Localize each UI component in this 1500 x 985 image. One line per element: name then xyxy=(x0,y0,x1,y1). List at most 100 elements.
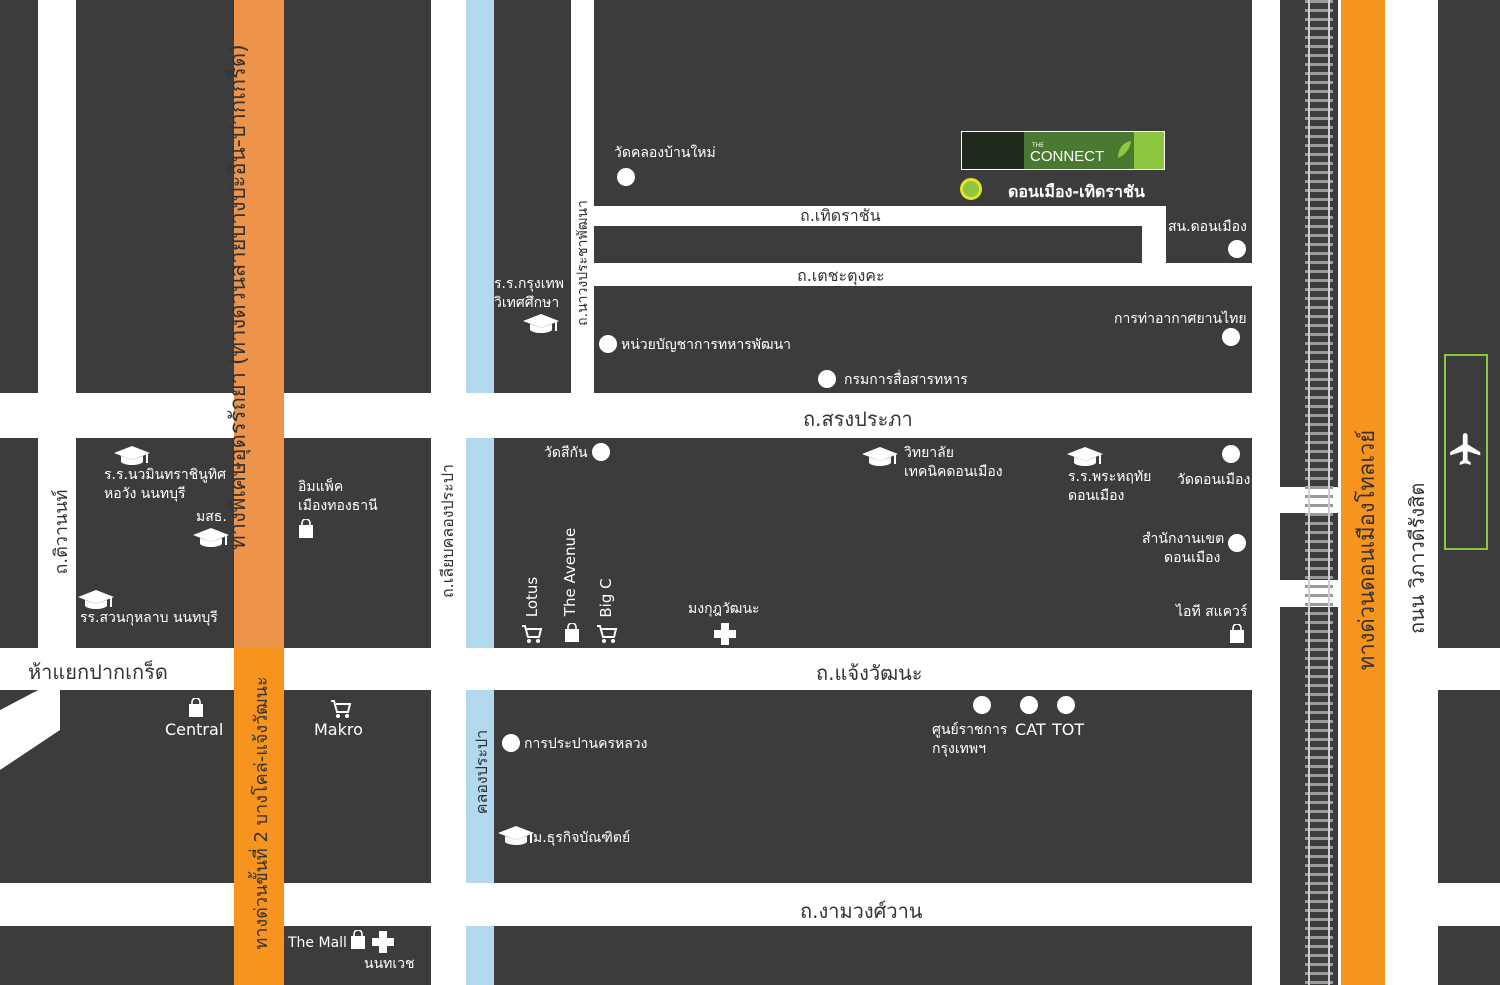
road-label-junction: ห้าแยกปากเกร็ด xyxy=(28,660,168,684)
place-dot xyxy=(617,168,635,186)
shopping-bag-icon xyxy=(299,519,313,538)
shopping-cart-icon xyxy=(597,625,618,643)
place-label-govt-center: ศูนย์ราชการ xyxy=(932,722,1008,738)
block xyxy=(594,286,1252,393)
place-dot xyxy=(1020,696,1038,714)
airport-boundary xyxy=(1444,354,1488,550)
shopping-cart-icon xyxy=(331,700,352,718)
block xyxy=(466,690,1252,883)
place-dot xyxy=(818,370,836,388)
place-label-suankularb: รร.สวนกุหลาบ นนทบุรี xyxy=(80,610,218,626)
graduation-cap-icon xyxy=(1067,447,1103,466)
canal xyxy=(466,0,494,393)
railway-rail xyxy=(1308,0,1310,985)
place-label-mongkut: มงกุฎวัฒนะ xyxy=(688,601,760,617)
shopping-bag-icon xyxy=(565,623,579,642)
place-label-the-mall: The Mall xyxy=(288,935,347,951)
place-label-police: สน.ดอนเมือง xyxy=(1168,219,1247,235)
road-label-ngam-wong-wan: ถ.งามวงศ์วาน xyxy=(800,899,923,923)
logo-accent xyxy=(1134,132,1164,169)
block xyxy=(0,926,234,985)
block xyxy=(284,690,431,883)
logo-small-text: THE xyxy=(1032,142,1044,149)
place-label-krungthep-school-2: วิเทศศึกษา xyxy=(494,295,560,311)
place-label-district-office: สำนักงานเขต xyxy=(1142,531,1225,547)
logo-panel xyxy=(1024,132,1134,169)
shopping-cart-icon xyxy=(522,625,543,643)
graduation-cap-icon xyxy=(523,314,559,333)
block xyxy=(594,226,1142,263)
block xyxy=(466,926,1252,985)
road-label-liap-khlong-prapa: ถ.เลียบคลองประปา xyxy=(438,464,457,598)
graduation-cap-icon xyxy=(114,446,150,465)
graduation-cap-icon xyxy=(78,590,114,609)
block xyxy=(466,438,1252,648)
place-label-makro: Makro xyxy=(314,720,363,739)
place-label-mwa: การประปานครหลวง xyxy=(524,736,648,752)
airplane-icon xyxy=(1450,433,1481,465)
block xyxy=(284,0,431,393)
block xyxy=(594,0,1252,206)
place-dot xyxy=(1222,445,1240,463)
place-label-cat: CAT xyxy=(1015,720,1046,739)
place-label-big-c: Big C xyxy=(597,578,615,618)
expressway-label-second-stage: ทางด่วนขั้นที่ 2 บางโคล่-แจ้งวัฒนะ xyxy=(251,676,272,950)
place-label-impact: อิมแพ็ค xyxy=(298,479,344,495)
place-dot xyxy=(1222,328,1240,346)
leaf-icon xyxy=(1118,141,1131,158)
place-label-govt-center-2: กรุงเทพฯ xyxy=(932,741,986,757)
road-label-nawong-pracha: ถ.นาวงประชาพัฒนา xyxy=(575,200,591,326)
place-label-tot: TOT xyxy=(1052,720,1085,739)
place-label-krungthep-school: ร.ร.กรุงเทพ xyxy=(494,276,565,292)
place-label-wat-don-mueang: วัดดอนเมือง xyxy=(1177,472,1251,488)
expressway-don-mueang-tollway xyxy=(1341,0,1385,985)
block xyxy=(76,0,234,393)
place-label-lotus: Lotus xyxy=(523,576,541,618)
road-label-thoet-racha: ถ.เทิดราชัน xyxy=(800,206,881,225)
place-label-phra-hruthai: ร.ร.พระหฤทัย xyxy=(1068,469,1152,485)
hospital-cross-icon xyxy=(714,623,736,645)
place-label-nawamin-2: หอวัง นนทบุรี xyxy=(104,486,186,502)
place-label-tech-college: วิทยาลัย xyxy=(904,445,954,461)
place-label-nawamin: ร.ร.นวมินทราชินูทิศ xyxy=(104,467,226,483)
place-label-it-square: ไอที สแควร์ xyxy=(1176,604,1248,620)
place-dot xyxy=(973,696,991,714)
road-label-khlong-prapa: คลองประปา xyxy=(472,729,491,815)
block xyxy=(1438,926,1500,985)
place-dot xyxy=(1228,240,1246,258)
road-label-song-prapha: ถ.สรงประภา xyxy=(803,407,913,431)
place-label-the-avenue: The Avenue xyxy=(561,527,579,617)
diagonal-road xyxy=(0,690,60,770)
place-label-wat-khlong-ban-mai: วัดคลองบ้านใหม่ xyxy=(614,145,716,161)
place-label-wat-si-kan: วัดสีกัน xyxy=(544,445,588,461)
canal xyxy=(466,690,494,883)
block xyxy=(1438,0,1500,648)
shopping-bag-icon xyxy=(189,698,203,717)
place-dot xyxy=(502,734,520,752)
block xyxy=(284,438,431,648)
shopping-bag-icon xyxy=(351,930,365,949)
road-label-chaeng-watthana: ถ.แจ้งวัฒนะ xyxy=(816,661,923,685)
block xyxy=(1438,690,1500,883)
block xyxy=(0,438,38,648)
place-dot xyxy=(592,443,610,461)
place-label-impact-2: เมืองทองธานี xyxy=(298,498,378,514)
block xyxy=(284,926,431,985)
project-logo: THE CONNECT xyxy=(961,131,1165,170)
expressway-second-stage xyxy=(234,648,284,985)
place-label-nonthavej: นนทเวช xyxy=(364,956,415,972)
place-label-central: Central xyxy=(165,720,224,739)
place-label-district-office-2: ดอนเมือง xyxy=(1164,550,1221,566)
place-label-tech-college-2: เทคนิคดอนเมือง xyxy=(904,464,1003,480)
place-label-military: หน่วยบัญชาการทหารพัฒนา xyxy=(621,337,792,353)
place-label-signal: กรมการสื่อสารทหาร xyxy=(844,372,968,388)
road-label-tiwanon: ถ.ติวานนท์ xyxy=(51,489,72,575)
block xyxy=(0,0,38,393)
graduation-cap-icon xyxy=(193,528,229,547)
place-dot xyxy=(599,335,617,353)
place-label-aerothai: การท่าอากาศยานไทย xyxy=(1114,311,1247,327)
expressway-udon-rattaya xyxy=(234,0,284,648)
expressway-label-tollway: ทางด่วนดอนเมืองโทลเวย์ xyxy=(1355,429,1380,671)
hospital-cross-icon xyxy=(372,931,394,953)
